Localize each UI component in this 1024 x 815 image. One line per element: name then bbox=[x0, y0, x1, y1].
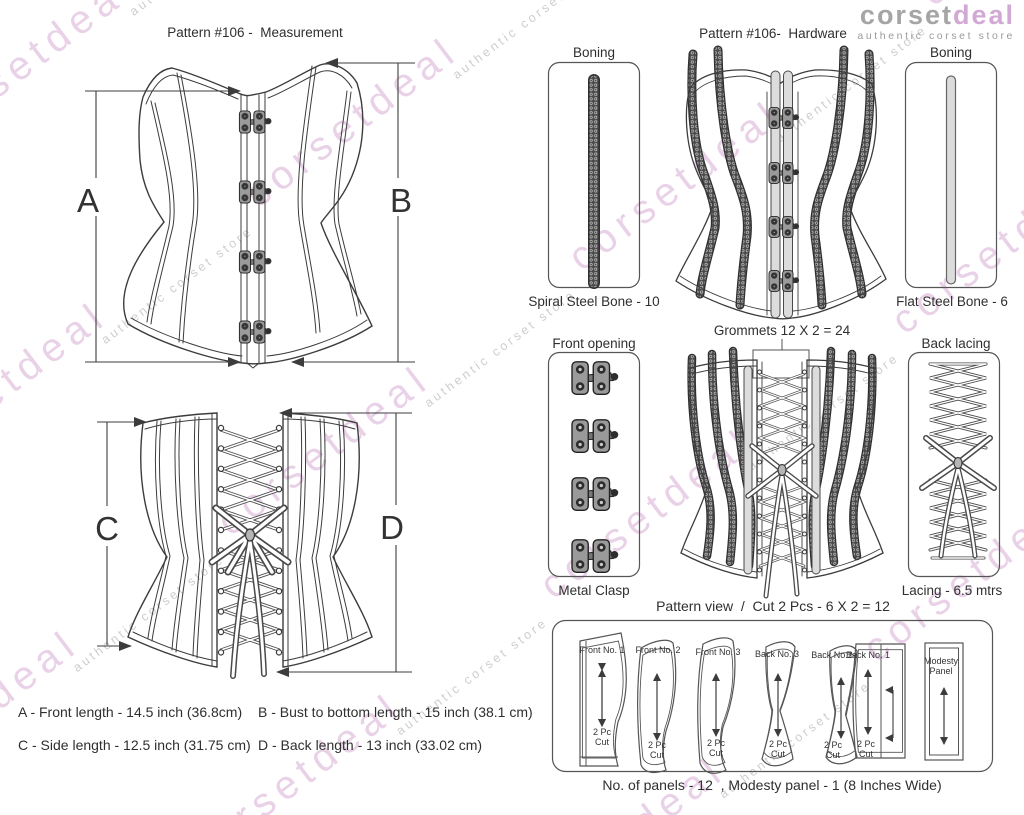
panel-name-back-2: Back No.2 bbox=[811, 650, 853, 660]
cut-label-4: 2 Pc Cut bbox=[768, 739, 787, 760]
panels-caption: No. of panels - 12 , Modesty panel - 1 (… bbox=[602, 777, 942, 793]
back-lacing-label: Back lacing bbox=[921, 336, 991, 351]
measurement-title: Pattern #106 - Measurement bbox=[167, 25, 343, 40]
cut-label-1: 2 Pc Cut bbox=[592, 727, 611, 748]
measurement-lines-ab bbox=[85, 58, 415, 367]
panel-name-back-3: Back No. 3 bbox=[754, 649, 800, 659]
back-lacing-drawing bbox=[919, 362, 997, 560]
hardware-title: Pattern #106- Hardware bbox=[699, 26, 847, 41]
dim-label-a: A bbox=[76, 182, 100, 219]
lacing-caption: Lacing - 6.5 mtrs bbox=[901, 583, 1003, 598]
panel-name-back-1: Back No. 1 bbox=[845, 650, 891, 660]
front-opening-label: Front opening bbox=[552, 336, 636, 351]
measurement-lines-cd bbox=[97, 408, 412, 677]
cut-label-5: 2 Pc Cut bbox=[823, 740, 842, 761]
metal-clasp-drawings bbox=[571, 361, 619, 573]
pattern-view-title: Pattern view / Cut 2 Pcs - 6 X 2 = 12 bbox=[656, 598, 890, 614]
dim-label-d: D bbox=[380, 509, 404, 546]
front-corset-drawing bbox=[123, 63, 373, 369]
grommets-back-view bbox=[217, 424, 283, 656]
panel-name-front-3: Front No. 3 bbox=[695, 647, 741, 657]
grommets-caption: Grommets 12 X 2 = 24 bbox=[713, 323, 851, 338]
cut-label-2: 2 Pc Cut bbox=[647, 740, 666, 761]
boning-left-label: Boning bbox=[572, 45, 616, 60]
lacing-bow bbox=[208, 504, 292, 679]
cut-label-3: 2 Pc Cut bbox=[706, 738, 725, 759]
panel-name-modesty: Modesty Panel bbox=[923, 656, 958, 677]
panel-name-front-1: Front No. 1 bbox=[579, 645, 625, 655]
front-opening-box bbox=[547, 351, 641, 578]
grommets-callout bbox=[752, 339, 810, 379]
metal-clasp-caption: Metal Clasp bbox=[558, 583, 630, 598]
brand-logo: corsetdeal authentic corset store bbox=[857, 2, 1015, 42]
pattern-panels bbox=[579, 632, 964, 774]
cut-label-6: 2 Pc Cut bbox=[856, 739, 875, 760]
brand-tagline: authentic corset store bbox=[857, 30, 1015, 42]
legend-bust-bottom-length: B - Bust to bottom length - 15 inch (38.… bbox=[258, 704, 533, 720]
boning-right-label: Boning bbox=[929, 45, 973, 60]
pattern-view-box bbox=[551, 619, 994, 773]
hardware-back-corset bbox=[680, 346, 884, 599]
hardware-front-corset bbox=[675, 45, 887, 320]
brand-name-gray: corset bbox=[859, 0, 953, 30]
legend-back-length: D - Back length - 13 inch (33.02 cm) bbox=[258, 737, 483, 753]
back-lacing-box bbox=[907, 351, 1001, 578]
brand-name-pink: deal bbox=[952, 0, 1015, 30]
flat-steel-bone-drawing bbox=[945, 75, 957, 285]
back-corset-drawing bbox=[127, 412, 373, 679]
dim-label-c: C bbox=[95, 510, 119, 547]
panel-name-front-2: Front No. 2 bbox=[635, 645, 681, 655]
legend-front-length: A - Front length - 14.5 inch (36.8cm) bbox=[18, 704, 243, 720]
flat-bone-caption: Flat Steel Bone - 6 bbox=[896, 294, 1008, 309]
legend-side-length: C - Side length - 12.5 inch (31.75 cm) bbox=[18, 737, 251, 753]
dim-label-b: B bbox=[389, 182, 413, 219]
spiral-bone-caption: Spiral Steel Bone - 10 bbox=[528, 294, 660, 309]
flat-bone-box bbox=[904, 61, 998, 289]
